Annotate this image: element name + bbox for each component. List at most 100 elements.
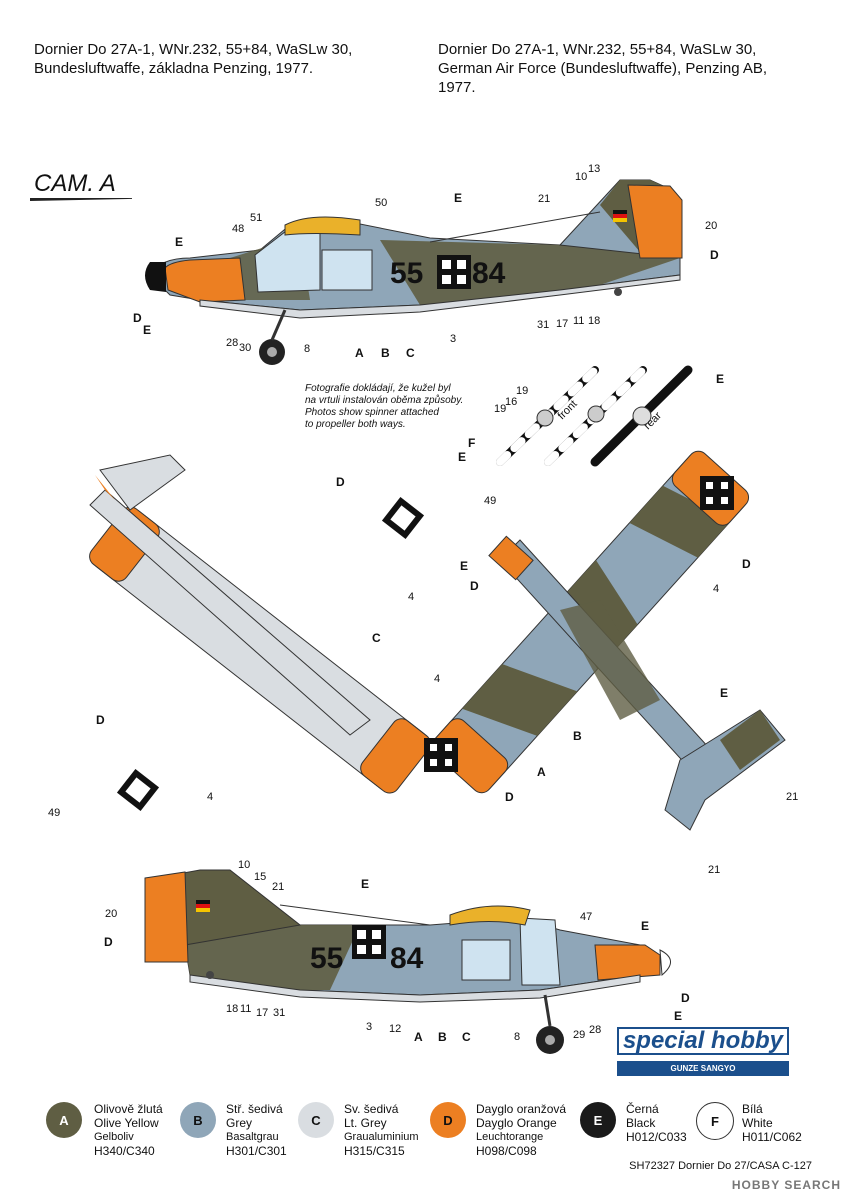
legend-swatch-a: A	[46, 1102, 82, 1138]
callout-label: 29	[573, 1029, 585, 1041]
callout-label: 21	[708, 864, 720, 876]
legend-b-code: H301/C301	[226, 1144, 287, 1158]
color-legend: A Olivově žlutá Olive Yellow Gelboliv H3…	[0, 1100, 849, 1160]
logo-special-hobby: special hobby	[616, 1027, 789, 1055]
legend-a-code: H340/C340	[94, 1144, 155, 1158]
registration-right-2: 84	[390, 942, 424, 975]
propeller-details: front rear 19 16 19 F E E	[458, 365, 724, 467]
callout-label: 47	[580, 911, 592, 923]
callout-label: 18	[226, 1003, 238, 1015]
callout-label: D	[470, 579, 479, 593]
legend-d-en: Dayglo Orange	[476, 1116, 557, 1130]
callout-label: D	[133, 311, 142, 325]
legend-b-en: Grey	[226, 1116, 253, 1130]
callout-label: 19	[494, 403, 506, 415]
legend-a-de: Gelboliv	[94, 1131, 134, 1143]
legend-a-en: Olive Yellow	[94, 1116, 159, 1130]
footer-kit-number: SH72327 Dornier Do 27/CASA C-127	[629, 1160, 812, 1172]
legend-d-de: Leuchtorange	[476, 1131, 544, 1143]
callout-label: 17	[256, 1007, 268, 1019]
callout-label: 21	[786, 791, 798, 803]
callout-label: E	[454, 191, 462, 205]
note-line4: to propeller both ways.	[305, 419, 406, 430]
callout-label: 19	[516, 385, 528, 397]
callout-label: D	[336, 475, 345, 489]
callout-label: E	[716, 372, 724, 386]
callout-label: E	[460, 559, 468, 573]
callout-label: 11	[573, 315, 584, 327]
logo-gunze-sangyo: GUNZE SANGYO	[616, 1061, 789, 1076]
callout-label: D	[104, 935, 113, 949]
legend-a-cz: Olivově žlutá	[94, 1102, 163, 1116]
callout-label: 3	[366, 1021, 372, 1033]
header-cz-line2: Bundesluftwaffe, základna Penzing, 1977.	[34, 60, 314, 77]
legend-d-cz: Dayglo oranžová	[476, 1102, 567, 1116]
legend-swatch-c: C	[298, 1102, 334, 1138]
callout-label: 18	[588, 315, 600, 327]
camo-title-underline	[30, 198, 132, 201]
special-hobby-logo: special hobby GUNZE SANGYO	[616, 1027, 789, 1076]
callout-label: E	[641, 919, 649, 933]
legend-c-code: H315/C315	[344, 1144, 405, 1158]
callout-label: 20	[705, 220, 717, 232]
legend-f-en: White	[742, 1116, 773, 1130]
callout-label: 50	[375, 197, 387, 209]
plan-view-upper: E D 4 E B A D 21 21 4 D	[424, 450, 798, 876]
callout-label: B	[438, 1030, 447, 1044]
legend-swatch-e: E	[580, 1102, 616, 1138]
callout-label: D	[710, 248, 719, 262]
legend-f-code: H011/C062	[742, 1130, 802, 1144]
callout-label: A	[537, 765, 546, 779]
legend-c-cz: Sv. šedivá	[344, 1102, 399, 1116]
header-en-line2: German Air Force (Bundesluftwaffe), Penz…	[438, 60, 768, 77]
callout-label: C	[462, 1030, 471, 1044]
legend-f-cz: Bílá	[742, 1102, 763, 1116]
registration-left-2: 55	[310, 942, 343, 975]
callout-label: C	[406, 346, 415, 360]
legend-e-en: Black	[626, 1116, 656, 1130]
callout-label: D	[681, 991, 690, 1005]
callout-label: 13	[588, 163, 600, 175]
callout-label: 15	[254, 871, 266, 883]
callout-label: 49	[48, 807, 60, 819]
registration-right: 84	[472, 257, 506, 290]
legend-d-code: H098/C098	[476, 1144, 537, 1158]
callout-label: E	[361, 877, 369, 891]
callout-label: B	[381, 346, 390, 360]
callout-label: 28	[589, 1024, 601, 1036]
legend-swatch-b: B	[180, 1102, 216, 1138]
legend-b-de: Basaltgrau	[226, 1131, 279, 1143]
callout-label: 20	[105, 908, 117, 920]
callout-label: 48	[232, 223, 244, 235]
callout-label: F	[468, 436, 475, 450]
callout-label: E	[674, 1009, 682, 1023]
callout-label: 31	[537, 319, 549, 331]
callout-label: D	[96, 713, 105, 727]
callout-label: E	[720, 686, 728, 700]
legend-c-de: Graualuminium	[344, 1131, 419, 1143]
side-profile-right: 55 84	[144, 869, 671, 1054]
watermark: HOBBY SEARCH	[731, 1178, 841, 1192]
legend-b-cz: Stř. šedivá	[226, 1102, 283, 1116]
legend-e-code: H012/C033	[626, 1130, 687, 1144]
callout-label: 31	[273, 1007, 285, 1019]
callout-label: 28	[226, 337, 238, 349]
legend-swatch-f: F	[696, 1102, 734, 1140]
callout-label: 49	[484, 495, 496, 507]
callout-label: 12	[389, 1023, 401, 1035]
spinner-note: Fotografie dokládají, že kužel byl na vr…	[305, 383, 505, 431]
callout-label: A	[355, 346, 364, 360]
callout-label: 17	[556, 318, 568, 330]
callout-label: D	[505, 790, 514, 804]
header-cz-line1: Dornier Do 27A-1, WNr.232, 55+84, WaSLw …	[34, 41, 353, 58]
callout-label: 3	[450, 333, 456, 345]
legend-swatch-d: D	[430, 1102, 466, 1138]
callout-label: 30	[239, 342, 251, 354]
callout-label: E	[143, 323, 151, 337]
header-czech: Dornier Do 27A-1, WNr.232, 55+84, WaSLw …	[34, 40, 394, 78]
callout-label: 8	[514, 1031, 520, 1043]
callout-label: 4	[434, 673, 440, 685]
header-english: Dornier Do 27A-1, WNr.232, 55+84, WaSLw …	[438, 40, 818, 97]
callout-label: 4	[713, 583, 719, 595]
plan-view-underside: D 49 4 C D 49 4	[48, 454, 496, 819]
